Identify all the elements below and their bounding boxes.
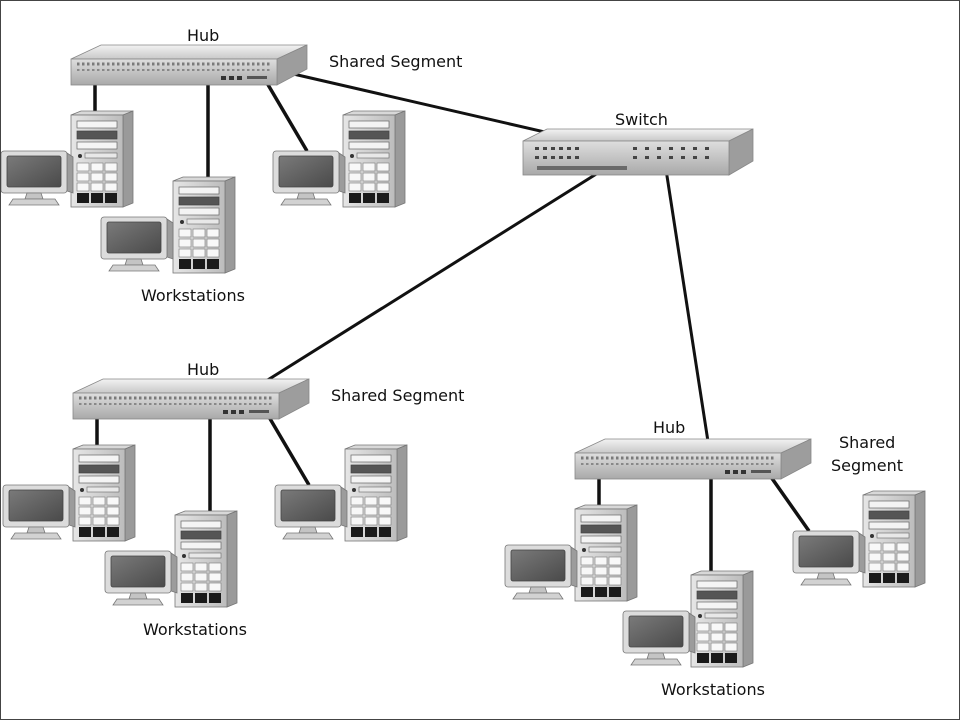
hub-label: Hub [187,26,219,45]
hub-label: Hub [653,418,685,437]
workstations-label: Workstations [661,680,765,699]
segment-3: Hub Shared Segment Workstations [504,418,926,699]
workstation-monitor [272,150,346,206]
workstations-label: Workstations [141,286,245,305]
segment-label-line2: Segment [831,456,903,475]
hub-1 [69,43,309,87]
workstation-tower [862,490,926,588]
segment-label: Shared Segment [331,386,464,405]
hub-2 [71,377,311,421]
workstation-monitor [792,530,866,586]
drop-cables [95,416,311,513]
segment-label: Shared Segment [329,52,462,71]
workstation-monitor [504,544,578,600]
workstation-monitor [2,484,76,540]
segment-1: Hub Shared Segment Workstations [1,26,462,305]
workstation-tower [70,110,134,208]
workstation-tower [172,176,236,274]
drop-cables [93,82,309,179]
drop-cables [597,475,811,573]
segment-2: Hub Shared Segment Workstations [2,360,464,639]
switch-label: Switch [615,110,668,129]
workstation-monitor [104,550,178,606]
workstation-tower [344,444,408,542]
switch-node: Switch [522,110,754,176]
workstation-tower [72,444,136,542]
workstation-tower [574,504,638,602]
switch [522,128,754,176]
link-hub3-switch [663,162,713,462]
segment-label-line1: Shared [839,433,895,452]
workstation-tower [342,110,406,208]
link-hub2-switch [230,159,618,405]
workstation-tower [174,510,238,608]
workstation-monitor [1,150,74,206]
hub-label: Hub [187,360,219,379]
workstations-label: Workstations [143,620,247,639]
hub-3 [573,437,813,481]
workstation-tower [690,570,754,668]
workstation-monitor [274,484,348,540]
workstation-monitor [100,216,174,272]
workstation-monitor [622,610,696,666]
